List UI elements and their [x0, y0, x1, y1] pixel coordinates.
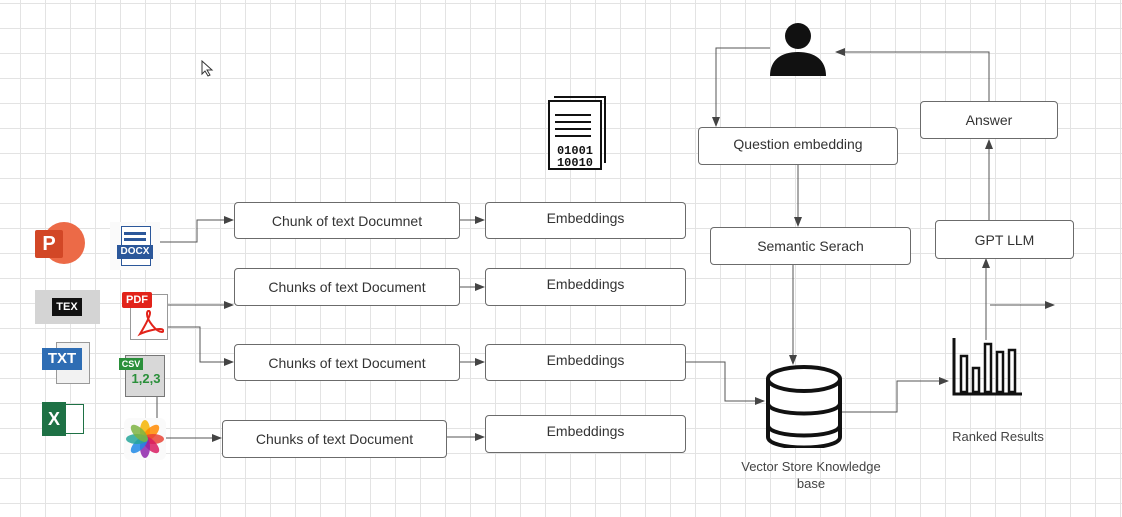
chunk-box-1: Chunk of text Documnet [234, 202, 460, 239]
powerpoint-letter: P [35, 230, 63, 258]
gpt-llm-label: GPT LLM [974, 231, 1035, 248]
semantic-search-label: Semantic Serach [757, 238, 864, 254]
embedding-box-2: Embeddings [485, 268, 686, 306]
arrow-vectorstore-to-results [842, 377, 949, 413]
chunk-box-2: Chunks of text Document [234, 268, 460, 306]
embedding-box-1: Embeddings [485, 202, 686, 239]
pdf-icon: PDF [122, 290, 170, 342]
pdf-label: PDF [122, 292, 152, 308]
svg-text:01001: 01001 [557, 144, 593, 158]
semantic-search-box: Semantic Serach [710, 227, 911, 265]
svg-text:10010: 10010 [557, 156, 593, 170]
arrow-docx-to-chunk1 [160, 216, 234, 243]
chunk-label-2: Chunks of text Document [268, 279, 426, 295]
embedding-label-2: Embeddings [546, 276, 625, 292]
arrow-answer-to-user [835, 48, 990, 101]
excel-letter: X [42, 402, 66, 436]
powerpoint-icon: P [35, 222, 85, 267]
chunk-label-1: Chunk of text Documnet [271, 212, 423, 229]
arrow-emb3-to-vectorstore [686, 361, 765, 405]
vector-store-label: Vector Store Knowledge base [741, 459, 881, 491]
csv-icon: 1,2,3 CSV [119, 355, 169, 397]
ranked-results-label: Ranked Results [952, 429, 1044, 444]
embedding-box-3: Embeddings [485, 344, 686, 381]
arrow-pdf-to-chunk3 [168, 326, 234, 366]
answer-label: Answer [965, 112, 1013, 128]
cursor-icon [201, 60, 214, 77]
chunk-box-3: Chunks of text Document [234, 344, 460, 381]
database-icon [766, 365, 842, 448]
acrobat-swirl-icon [137, 310, 164, 337]
bar-chart-icon [952, 338, 1022, 396]
tex-label: TEX [52, 298, 82, 316]
excel-icon: X [42, 402, 85, 436]
docx-label: DOCX [117, 245, 153, 259]
document-binary-icon: 01001 10010 [548, 96, 606, 170]
embedding-label-3: Embeddings [546, 351, 625, 368]
answer-box: Answer [920, 101, 1058, 139]
docx-icon: DOCX [110, 222, 160, 270]
question-embedding-box: Question embedding [698, 127, 898, 165]
embedding-label-4: Embeddings [546, 423, 625, 439]
photos-icon [124, 418, 166, 460]
embedding-box-4: Embeddings [485, 415, 686, 453]
chunk-box-4: Chunks of text Document [222, 420, 447, 458]
question-embedding-label: Question embedding [733, 136, 863, 152]
txt-icon: TXT [42, 342, 92, 384]
csv-content: 1,2,3 [131, 371, 161, 386]
tex-icon: TEX [35, 290, 100, 324]
txt-label: TXT [42, 348, 82, 370]
arrow-user-to-question [712, 47, 770, 127]
gpt-llm-box: GPT LLM [935, 220, 1074, 259]
embedding-label-1: Embeddings [546, 209, 625, 226]
chunk-label-3: Chunks of text Document [268, 354, 426, 371]
user-icon [770, 23, 826, 76]
chunk-label-4: Chunks of text Document [255, 431, 414, 447]
csv-label: CSV [119, 358, 143, 370]
